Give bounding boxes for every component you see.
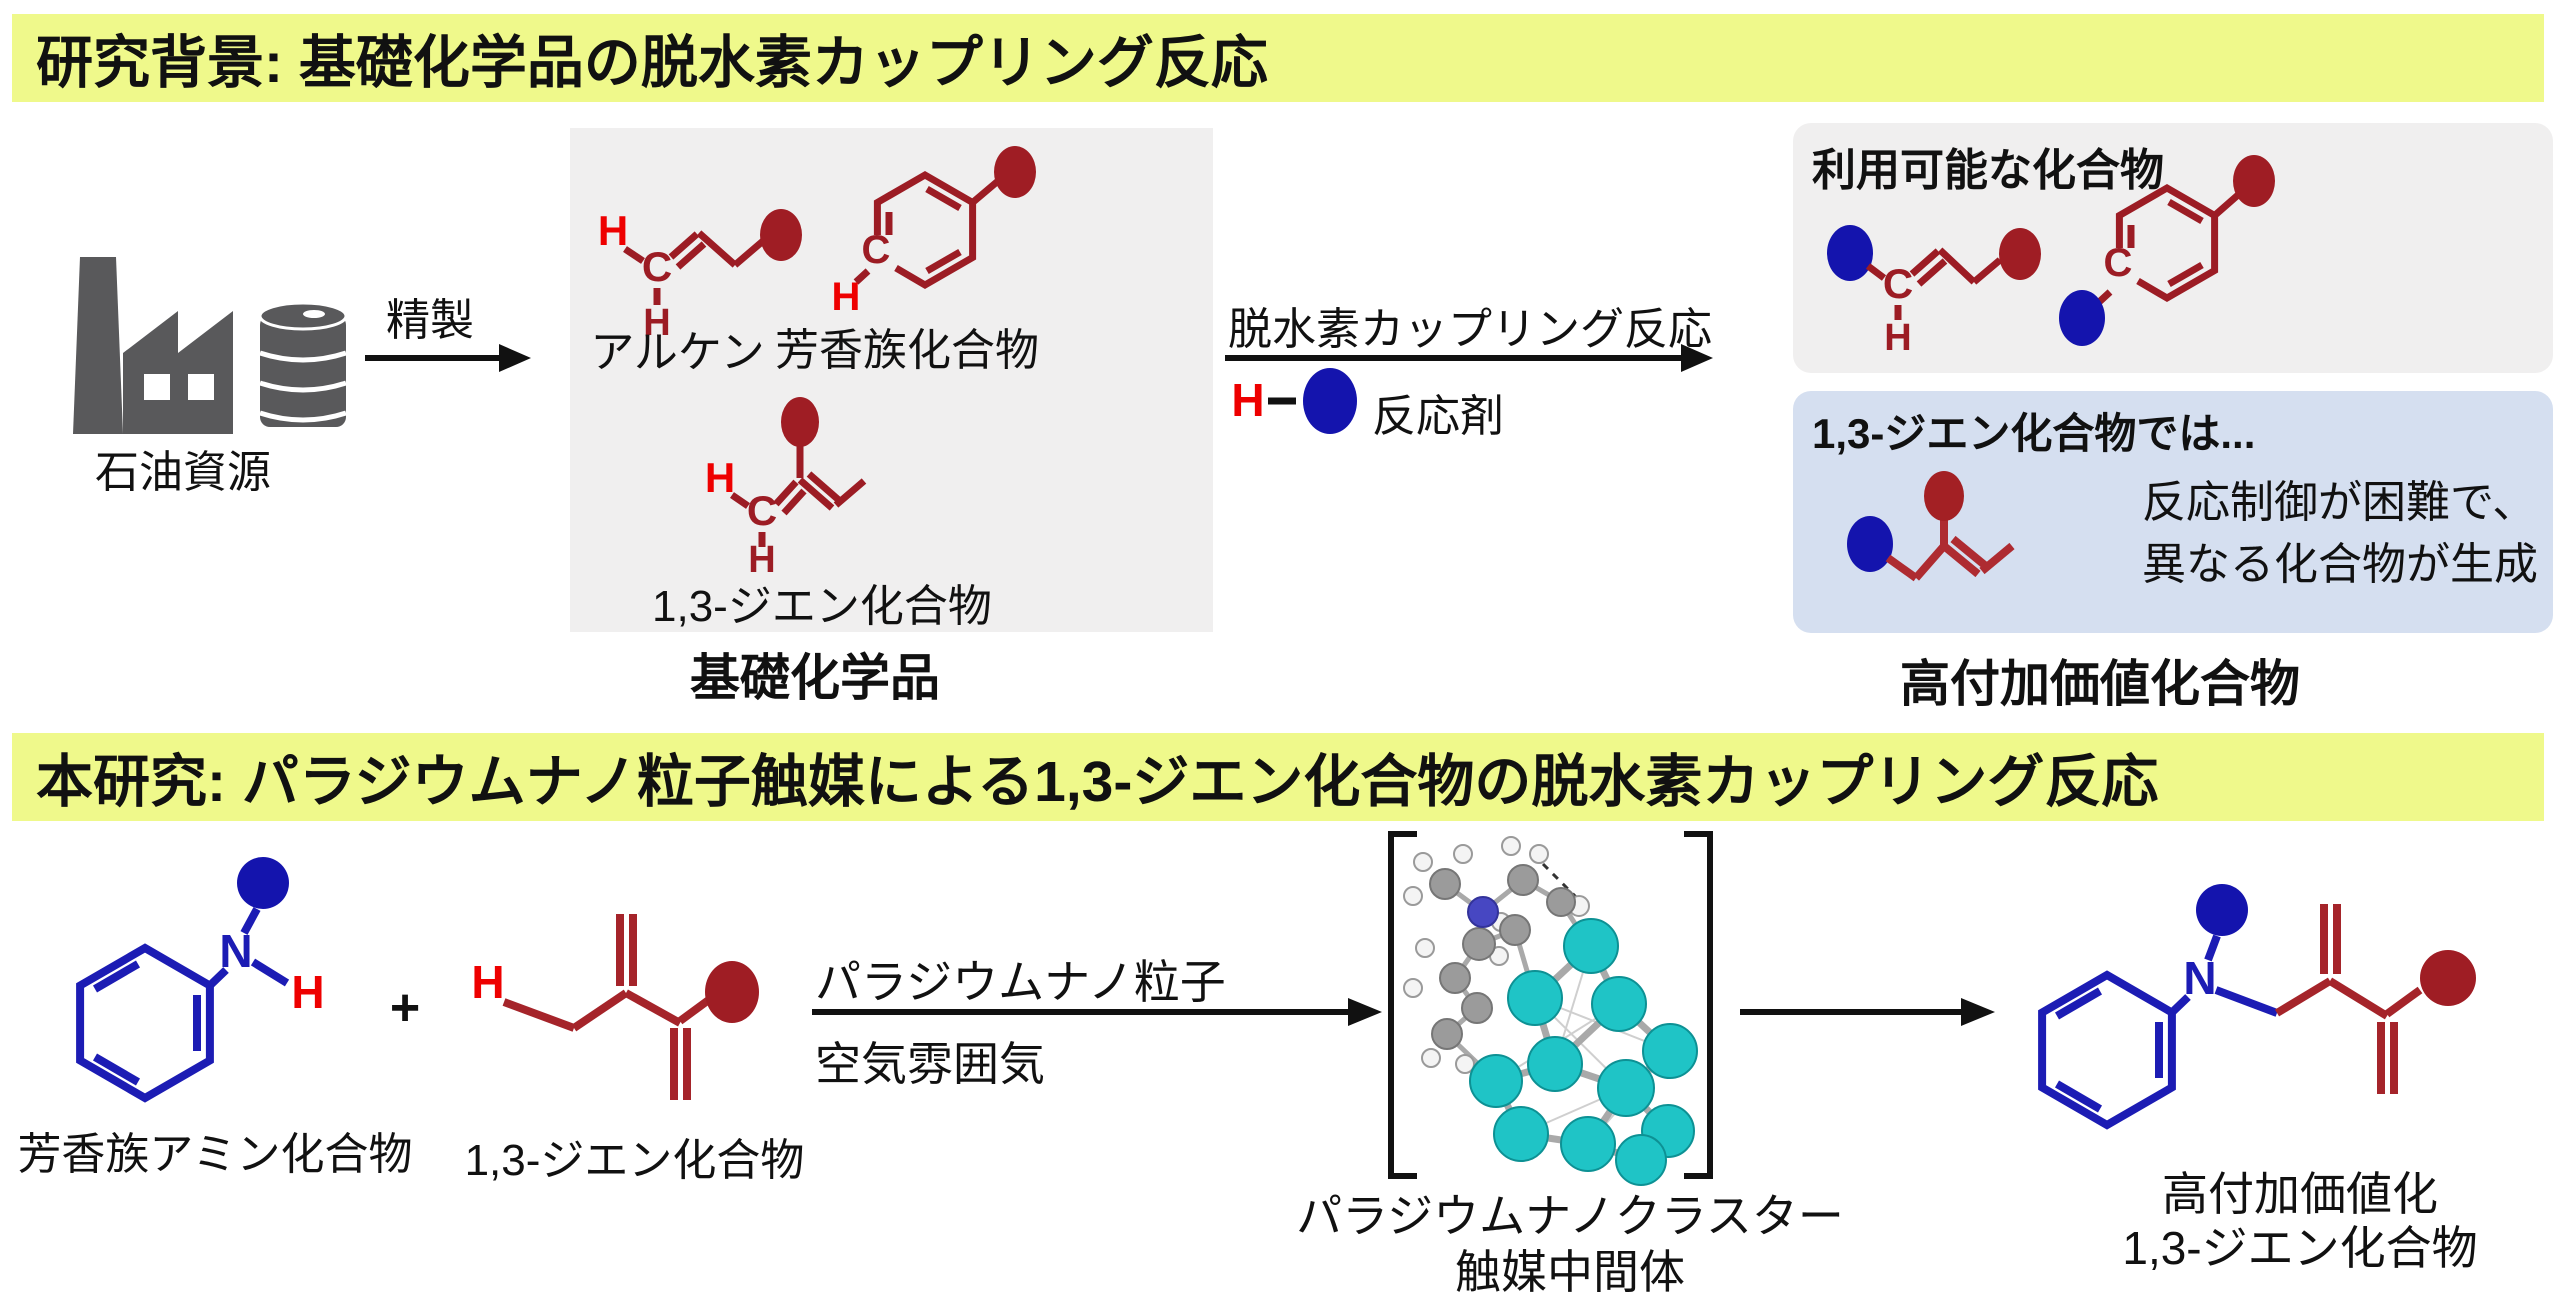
background-banner-text: 研究背景: 基礎化学品の脱水素カップリング反応 <box>36 31 1268 95</box>
reaction-arrow <box>812 998 1382 1026</box>
petroleum-label: 石油資源 <box>95 448 271 497</box>
available-compounds-title: 利用可能な化合物 <box>1812 146 2164 195</box>
alkene-structure: H C H <box>598 207 802 338</box>
aromatic-structure: C H <box>832 146 1036 319</box>
coupling-arrow <box>1225 344 1713 372</box>
reagent-label: 反応剤 <box>1372 392 1504 441</box>
value-compounds-caption: 高付加価値化合物 <box>1900 656 2300 712</box>
atom-c-label: C <box>747 487 777 534</box>
product-caption-line2: 1,3-ジエン化合物 <box>2122 1222 2478 1274</box>
left-bracket <box>1388 831 1417 1179</box>
atom-h-label: H <box>1884 317 1911 353</box>
diene-reactant-label: 1,3-ジエン化合物 <box>464 1136 805 1185</box>
refine-label: 精製 <box>386 296 474 345</box>
palladium-spheres <box>1469 918 1698 1186</box>
atom-n-label: N <box>219 925 252 977</box>
alkene-label: アルケン <box>590 328 765 377</box>
product-arrow <box>1740 998 1995 1026</box>
aromatic-amine-structure: N H <box>76 857 325 1103</box>
diene-structure: H C H <box>705 397 867 572</box>
alkene-product-structure: C H <box>1827 225 2041 353</box>
atom-h-label: H <box>291 966 324 1018</box>
plus-sign: + <box>389 979 421 1037</box>
diene-problem-note-line1: 反応制御が困難で、 <box>2142 478 2537 527</box>
aromatic-label: 芳香族化合物 <box>775 326 1039 375</box>
base-chemicals-caption: 基礎化学品 <box>690 650 940 706</box>
available-compounds-panel <box>1793 123 2553 373</box>
atom-c-label: C <box>1883 260 1913 307</box>
background-section-banner: 研究背景: 基礎化学品の脱水素カップリング反応 <box>12 14 2544 102</box>
diene-problem-panel <box>1793 391 2553 633</box>
atom-c-label: C <box>2104 241 2133 285</box>
atom-h-label: H <box>598 207 628 254</box>
condition-bottom-label: 空気雰囲気 <box>815 1038 1045 1090</box>
diene-problem-structure <box>1847 471 2015 582</box>
coupling-arrow-label: 脱水素カップリング反応 <box>1228 305 1712 354</box>
cluster-caption-line2: 触媒中間体 <box>1455 1246 1685 1298</box>
diene-label: 1,3-ジエン化合物 <box>652 582 992 631</box>
atom-c-label: C <box>862 228 891 272</box>
cluster-caption-line1: パラジウムナノクラスター <box>1296 1190 1844 1242</box>
condition-top-label: パラジウムナノ粒子 <box>815 956 1226 1008</box>
atom-h-label: H <box>1231 374 1264 426</box>
reagent-structure: H <box>1231 368 1357 434</box>
diene-reactant-structure: H <box>471 914 759 1100</box>
product-structure: N <box>2038 884 2476 1130</box>
palladium-cluster-model <box>1388 831 1713 1186</box>
atom-h-label: H <box>643 302 670 338</box>
atom-h-label: H <box>705 454 735 501</box>
nitrogen-sphere <box>1467 896 1499 928</box>
diene-problem-title: 1,3-ジエン化合物では... <box>1812 410 2256 457</box>
aromatic-amine-label: 芳香族アミン化合物 <box>17 1130 413 1179</box>
atom-h-label: H <box>471 956 504 1008</box>
factory-barrel-icon <box>73 257 348 434</box>
right-bracket <box>1684 831 1713 1179</box>
atom-c-label: C <box>642 243 672 290</box>
diene-problem-note-line2: 異なる化合物が生成 <box>2142 540 2538 589</box>
aromatic-product-structure: C <box>2059 155 2275 346</box>
atom-h-label: H <box>748 539 775 572</box>
product-caption-line1: 高付加価値化 <box>2162 1168 2438 1220</box>
study-section-banner: 本研究: パラジウムナノ粒子触媒による1,3-ジエン化合物の脱水素カップリング反… <box>12 733 2544 821</box>
study-banner-text: 本研究: パラジウムナノ粒子触媒による1,3-ジエン化合物の脱水素カップリング反… <box>36 750 2159 814</box>
refine-arrow <box>365 344 531 372</box>
atom-n-label: N <box>2183 952 2216 1004</box>
atom-h-label: H <box>832 275 861 319</box>
